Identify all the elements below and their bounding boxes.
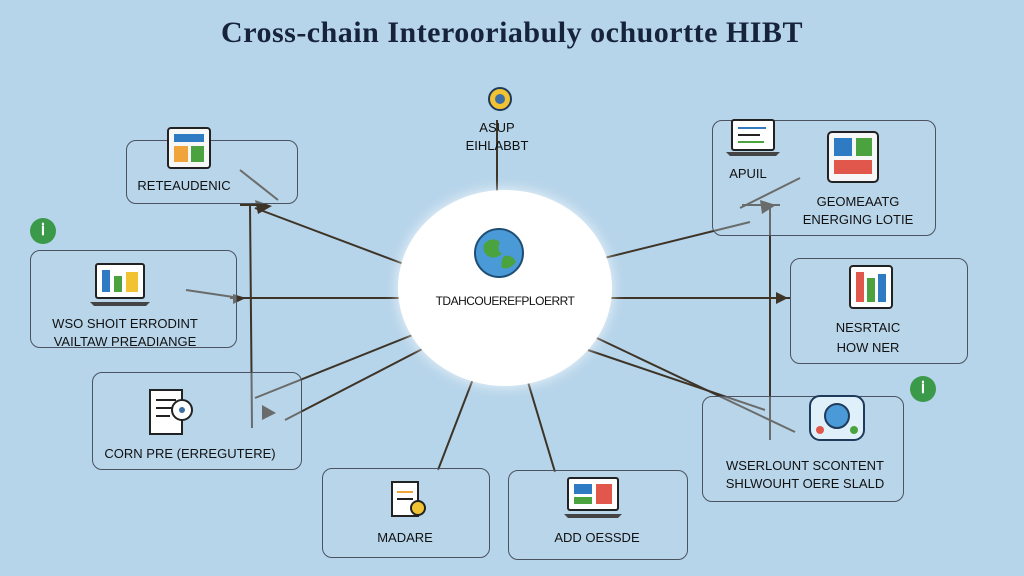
central-hub (398, 190, 612, 386)
diagram-title: Cross-chain Interooriabuly ochuortte HIB… (221, 16, 803, 49)
network-icon (809, 395, 865, 441)
link-madare (437, 365, 479, 471)
node-corn-pre (92, 372, 302, 470)
node-madare-label: MADARE (377, 530, 433, 545)
link-wserlount (579, 329, 796, 433)
node-retreaudenic (126, 140, 298, 204)
tablet-icon (827, 131, 879, 183)
node-wso-shoit-line2: VAILTAW PREADIANGE (53, 334, 197, 349)
info-badge-right: ⅰ (910, 376, 936, 402)
node-nesrtaic-line2: HOW NER (836, 340, 900, 355)
node-apuil-label: APUIL (729, 166, 767, 181)
dashboard-icon (564, 477, 622, 518)
link-retreaudenic (254, 207, 426, 273)
hub-label: TDAHCOUEREFPLOERRT (435, 294, 575, 308)
node-wserlount-line1: WSERLOUNT SCONTENT (726, 458, 884, 473)
link-corn-pre-2 (284, 344, 431, 421)
node-wserlount (702, 396, 904, 502)
node-geomaatg-line1: GEOMEAATG (816, 194, 900, 209)
node-geomaatg-line2: ENERGING LOTIE (802, 212, 914, 227)
link-wserlount-2 (587, 349, 766, 411)
tablet-icon (167, 127, 211, 169)
laptop-icon (90, 263, 150, 306)
document-icon (849, 265, 893, 309)
node-retreaudenic-label: RETEAUDENIC (137, 178, 231, 193)
node-nesrtaic-line1: NESRTAIC (835, 320, 901, 335)
node-wso-shoit-line1: WSO SHOIT ERRODINT (52, 316, 198, 331)
link-geomaatg (587, 221, 751, 263)
link-add-oessde (524, 371, 556, 473)
node-wserlount-line2: SHLWOUHT OERE SLALD (725, 476, 885, 491)
laptop-icon (726, 119, 780, 156)
node-corn-pre-label: CORN PRE (ERREGUTERE) (104, 446, 276, 461)
top-node-line2: EIHLABBT (465, 138, 529, 153)
info-badge-left: ⅰ (30, 218, 56, 244)
network-icon (488, 87, 512, 111)
link-corn-pre (254, 329, 426, 399)
top-node-line1: ASUP (479, 120, 515, 135)
clipboard-icon (391, 481, 426, 517)
document-icon (149, 389, 193, 435)
globe-icon (474, 228, 524, 278)
node-add-oessde-label: ADD OESSDE (554, 530, 640, 545)
